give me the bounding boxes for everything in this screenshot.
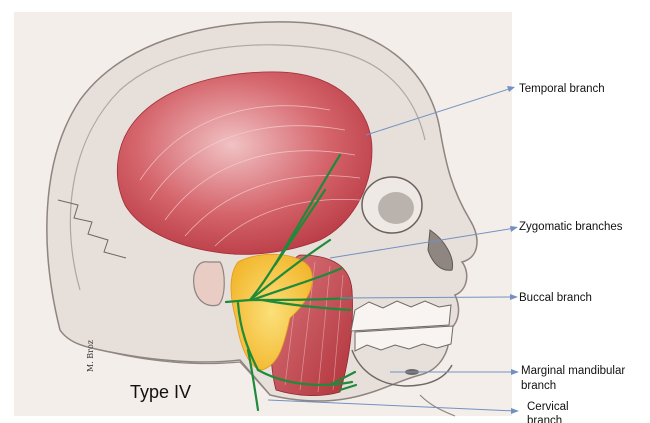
label-marginal-mandibular-line2: branch	[521, 379, 556, 393]
label-cervical-line1: Cervical	[527, 400, 569, 414]
type-label: Type IV	[130, 382, 191, 403]
label-buccal-branch: Buccal branch	[519, 291, 592, 305]
label-temporal-branch: Temporal branch	[519, 82, 605, 96]
label-marginal-mandibular-line1: Marginal mandibular	[521, 364, 625, 378]
label-cervical-line2: branch	[527, 414, 562, 423]
teeth	[351, 301, 453, 351]
label-zygomatic-branches: Zygomatic branches	[519, 220, 623, 234]
artist-signature: M. Broz	[86, 340, 95, 372]
